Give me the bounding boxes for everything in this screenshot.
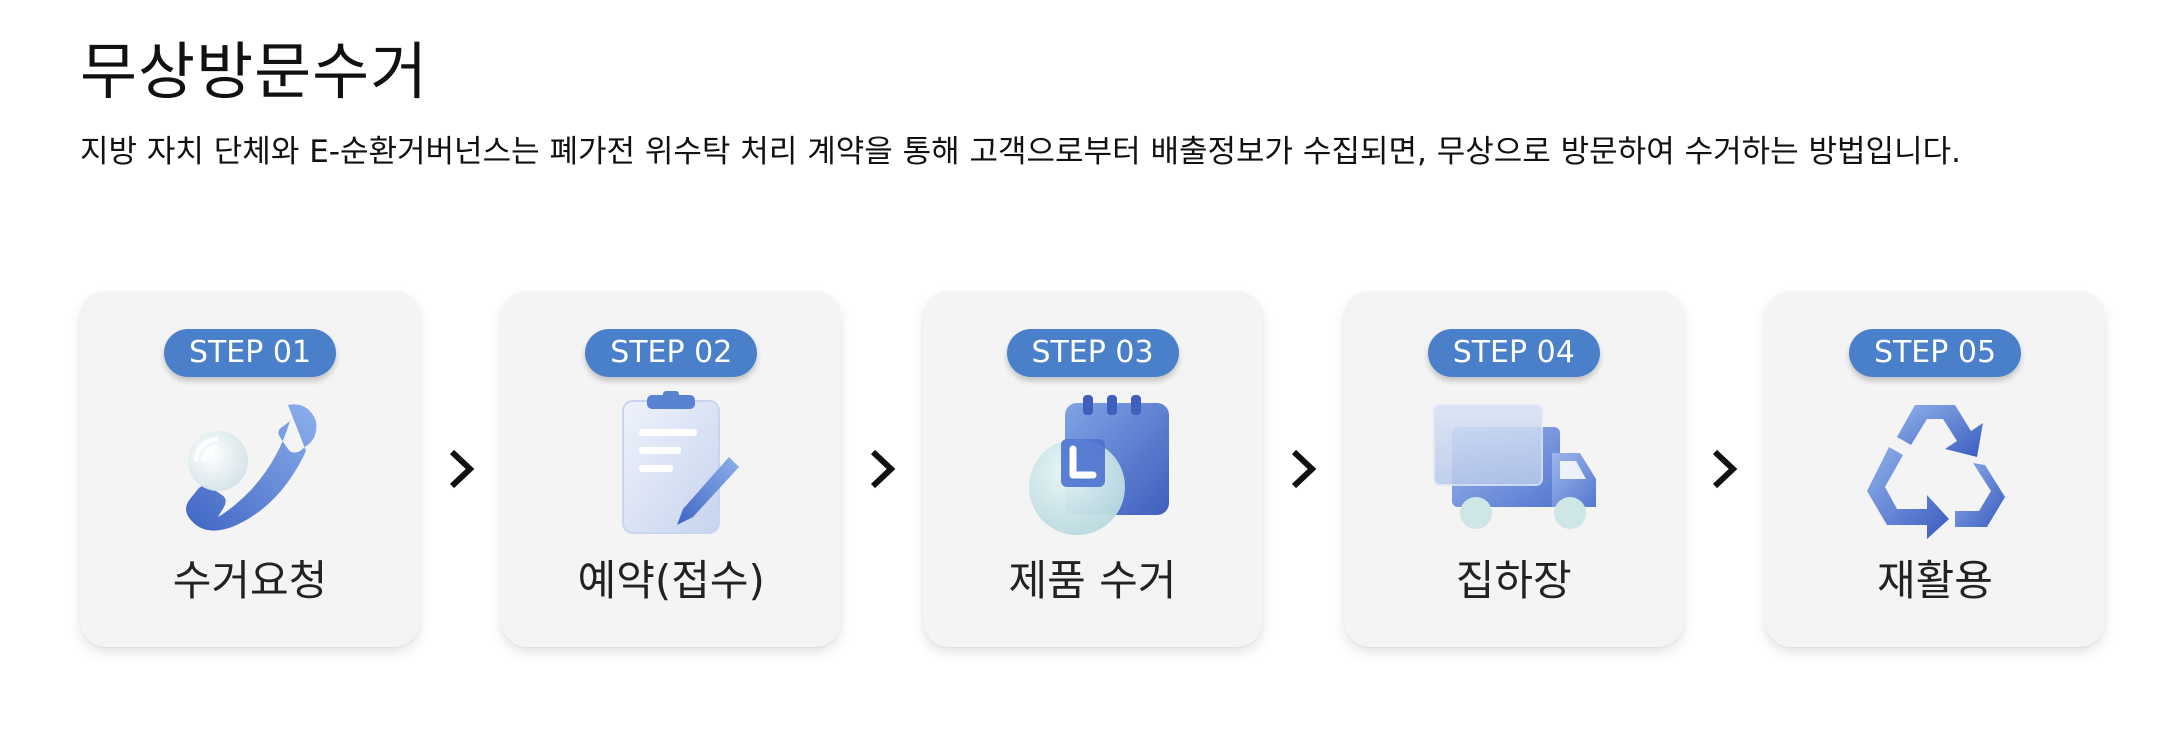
step-badge: STEP 04 [1427, 329, 1600, 377]
step-card-3: STEP 03 [922, 291, 1263, 647]
page-description: 지방 자치 단체와 E-순환거버넌스는 폐가전 위수탁 처리 계약을 통해 고객… [80, 134, 1961, 170]
phone-icon [160, 391, 340, 541]
step-card-4: STEP 04 [1343, 291, 1684, 647]
step-card-2: STEP 02 [501, 291, 842, 647]
chevron-right-icon [441, 439, 481, 499]
calendar-clock-icon [1003, 391, 1183, 541]
step-card-5: STEP 05 재활용 [1765, 291, 2105, 647]
step-label: 수거요청 [172, 556, 328, 605]
step-label: 집하장 [1455, 556, 1572, 605]
step-label: 예약(접수) [577, 556, 765, 605]
step-badge: STEP 03 [1006, 329, 1179, 377]
chevron-right-icon [1283, 439, 1323, 499]
page-title: 무상방문수거 [80, 35, 429, 108]
process-steps: STEP 01 [80, 290, 2105, 648]
step-badge: STEP 01 [164, 329, 336, 377]
step-label: 재활용 [1877, 556, 1993, 605]
step-card-1: STEP 01 [80, 291, 420, 647]
truck-icon [1424, 391, 1604, 541]
step-badge: STEP 05 [1849, 329, 2021, 377]
step-label: 제품 수거 [1008, 556, 1177, 605]
chevron-right-icon [1704, 439, 1744, 499]
clipboard-icon [581, 391, 761, 541]
step-badge: STEP 02 [585, 329, 758, 377]
recycle-icon [1845, 391, 2025, 541]
chevron-right-icon [862, 439, 902, 499]
